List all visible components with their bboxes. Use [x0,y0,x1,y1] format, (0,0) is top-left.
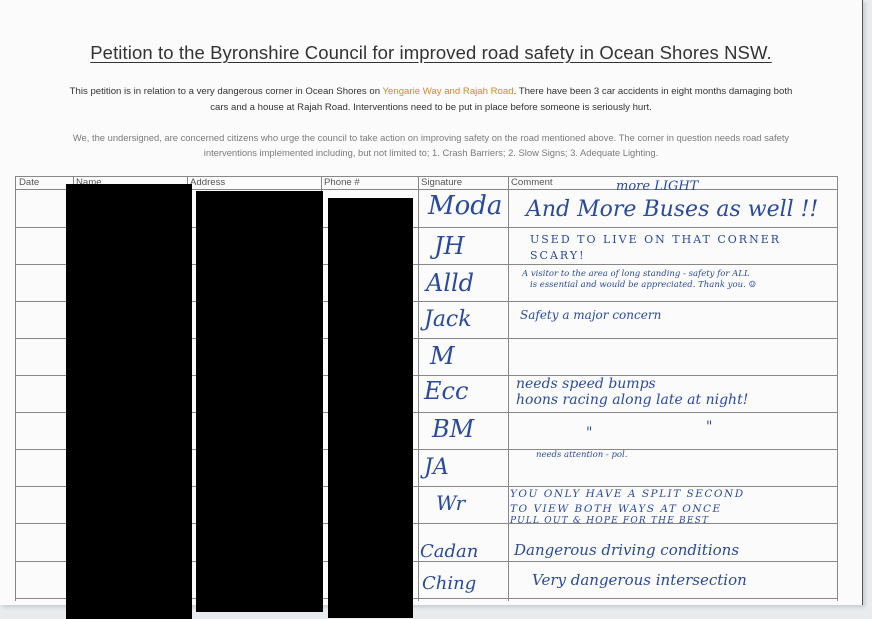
header-phone: Phone # [324,177,360,188]
comment-text: USED TO LIVE ON THAT CORNER [530,233,782,246]
signature: BM [432,415,475,443]
row-divider [16,264,837,265]
signature: Ecc [424,377,469,405]
row-divider [16,189,837,190]
header-name: Name [76,177,102,188]
row-divider [16,486,837,487]
header-signature: Signature [421,177,463,188]
intro-text-3: cars and a house at Rajah Road. Interven… [210,102,652,113]
row-divider [16,598,837,599]
redaction-address-column [196,191,323,612]
statement-line-2: interventions implemented including, but… [203,147,659,158]
comment-text-extra: SCARY! [530,249,586,262]
row-divider [16,523,837,524]
petition-title: Petition to the Byronshire Council for i… [90,42,772,63]
signature: Cadan [420,541,479,562]
redaction-name-column [66,184,192,619]
comment-text-extra: TO VIEW BOTH WAYS AT ONCE [510,503,722,515]
comment-text: YOU ONLY HAVE A SPLIT SECOND [510,488,745,500]
row-divider [16,561,837,562]
comment-text: A visitor to the area of long standing -… [522,269,750,279]
comment-text: Safety a major concern [520,308,662,322]
comment-text-extra: PULL OUT & HOPE FOR THE BEST [510,516,710,526]
signature: JA [424,455,449,480]
comment-text: needs attention - pol. [536,450,628,460]
comment-text: needs speed bumps [516,376,656,392]
signature: Alld [426,269,475,297]
row-divider [16,338,837,339]
header-comment: Comment [511,177,553,188]
signature: M [430,342,455,370]
comment-text: Dangerous driving conditions [514,541,740,559]
row-divider [16,449,837,450]
redaction-phone-column [328,198,413,618]
row-divider [16,301,837,302]
column-divider [418,177,419,601]
signature-table: Date Name Address Phone # Signature Comm… [15,176,838,619]
signature: JH [434,232,465,260]
comment-text: " [586,425,593,441]
petition-intro: This petition is in relation to a very d… [20,84,842,116]
statement-line-1: We, the undersigned, are concerned citiz… [72,132,790,143]
signature: Jack [424,307,472,332]
comment-text: And More Buses as well !! [526,197,819,222]
intro-text-1: This petition is in relation to a very d… [69,86,383,97]
intro-text-2: . There have been 3 car accidents in eig… [513,86,793,97]
comment-text: Very dangerous intersection [532,571,747,589]
column-divider [508,177,509,601]
petition-statement: We, the undersigned, are concerned citiz… [15,130,847,160]
signature: Moda [428,191,503,221]
header-date: Date [19,177,40,188]
comment-text-extra: " [706,419,713,435]
comment-text-extra: more LIGHT [616,179,699,194]
comment-text-extra: hoons racing along late at night! [516,392,749,408]
row-divider [16,375,837,376]
row-divider [16,412,837,413]
row-divider [16,227,837,228]
signature: Ching [422,573,477,594]
header-address: Address [190,177,226,188]
intro-location-highlight: Yengarie Way and Rajah Road [382,86,514,97]
comment-text-extra: is essential and would be appreciated. T… [530,280,757,290]
signature: Wr [436,491,466,515]
